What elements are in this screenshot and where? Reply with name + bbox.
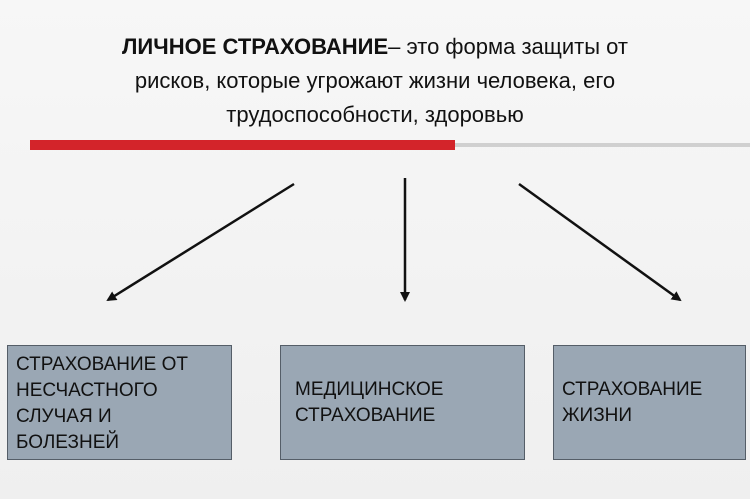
definition-text-line-3: трудоспособности, здоровью [226, 102, 524, 127]
box-accident-insurance-label: СТРАХОВАНИЕ ОТ НЕСЧАСТНОГО СЛУЧАЯ И БОЛЕ… [16, 354, 189, 453]
accent-divider-red [30, 140, 455, 150]
arrow-right [518, 182, 682, 302]
definition-text-line-1: – это форма защиты от [388, 34, 629, 59]
box-life-insurance: СТРАХОВАНИЕ ЖИЗНИ [553, 345, 746, 460]
accent-divider [0, 140, 750, 150]
box-medical-insurance: МЕДИЦИНСКОЕ СТРАХОВАНИЕ [280, 345, 525, 460]
accent-divider-gray [455, 143, 750, 147]
definition-text-line-2: рисков, которые угрожают жизни человека,… [134, 68, 616, 93]
box-medical-insurance-label: МЕДИЦИНСКОЕ СТРАХОВАНИЕ [295, 378, 444, 426]
term-title: ЛИЧНОЕ СТРАХОВАНИЕ [121, 34, 389, 59]
box-accident-insurance: СТРАХОВАНИЕ ОТ НЕСЧАСТНОГО СЛУЧАЯ И БОЛЕ… [7, 345, 232, 460]
heading-line-1: ЛИЧНОЕ СТРАХОВАНИЕ– это форма защиты от [30, 30, 720, 64]
arrow-left [106, 182, 295, 302]
definition-heading: ЛИЧНОЕ СТРАХОВАНИЕ– это форма защиты от … [30, 30, 720, 132]
box-life-insurance-label: СТРАХОВАНИЕ ЖИЗНИ [562, 378, 703, 426]
